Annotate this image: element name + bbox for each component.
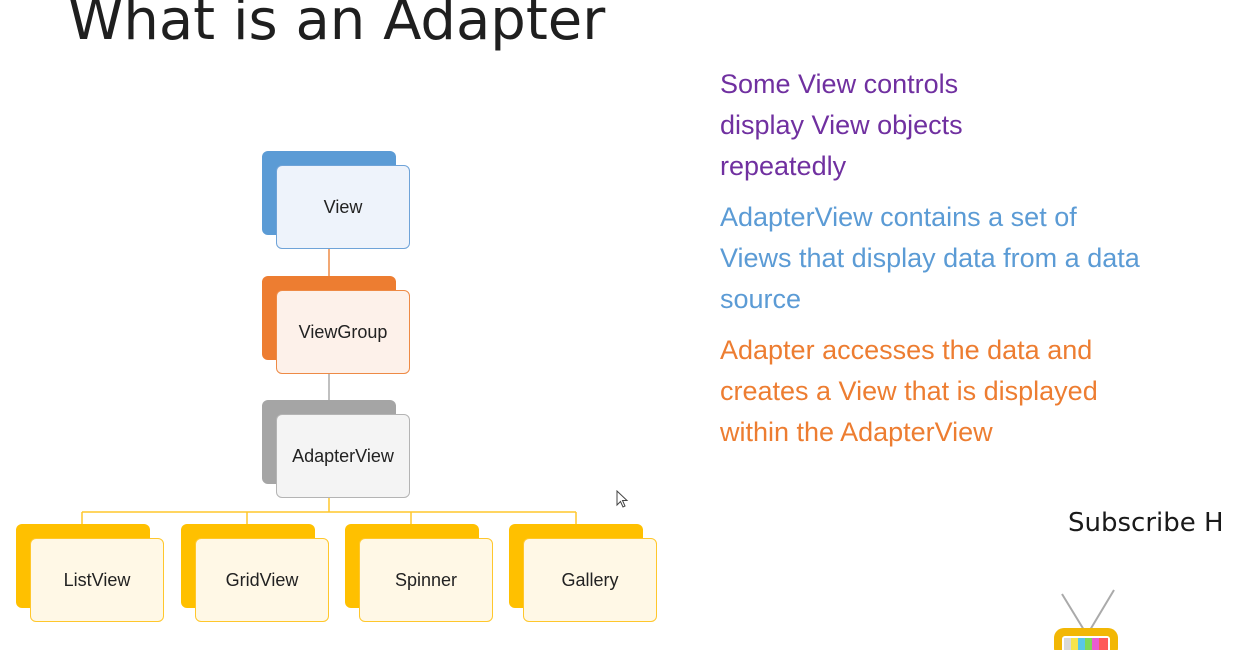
node-listview: ListView bbox=[16, 524, 166, 624]
node-view-label: View bbox=[276, 165, 410, 249]
slide-title: What is an Adapter bbox=[68, 0, 606, 53]
bullet-repeated-views: Some View controls display View objects … bbox=[720, 69, 963, 181]
node-adapterview: AdapterView bbox=[262, 400, 412, 500]
node-viewgroup: ViewGroup bbox=[262, 276, 412, 376]
node-spinner: Spinner bbox=[345, 524, 495, 624]
node-spinner-label: Spinner bbox=[359, 538, 493, 622]
bullet-adapter: Adapter accesses the data and creates a … bbox=[720, 335, 1098, 447]
node-viewgroup-label: ViewGroup bbox=[276, 290, 410, 374]
node-listview-label: ListView bbox=[30, 538, 164, 622]
node-gallery-label: Gallery bbox=[523, 538, 657, 622]
tv-mascot-icon bbox=[1054, 589, 1118, 650]
node-view: View bbox=[262, 151, 412, 251]
subscribe-text[interactable]: Subscribe H bbox=[1068, 508, 1224, 538]
node-gallery: Gallery bbox=[509, 524, 659, 624]
node-adapterview-label: AdapterView bbox=[276, 414, 410, 498]
node-gridview-label: GridView bbox=[195, 538, 329, 622]
node-gridview: GridView bbox=[181, 524, 331, 624]
mouse-cursor-icon bbox=[616, 490, 629, 508]
bullet-adapterview: AdapterView contains a set of Views that… bbox=[720, 202, 1140, 314]
bullet-list: Some View controls display View objects … bbox=[720, 64, 1190, 463]
